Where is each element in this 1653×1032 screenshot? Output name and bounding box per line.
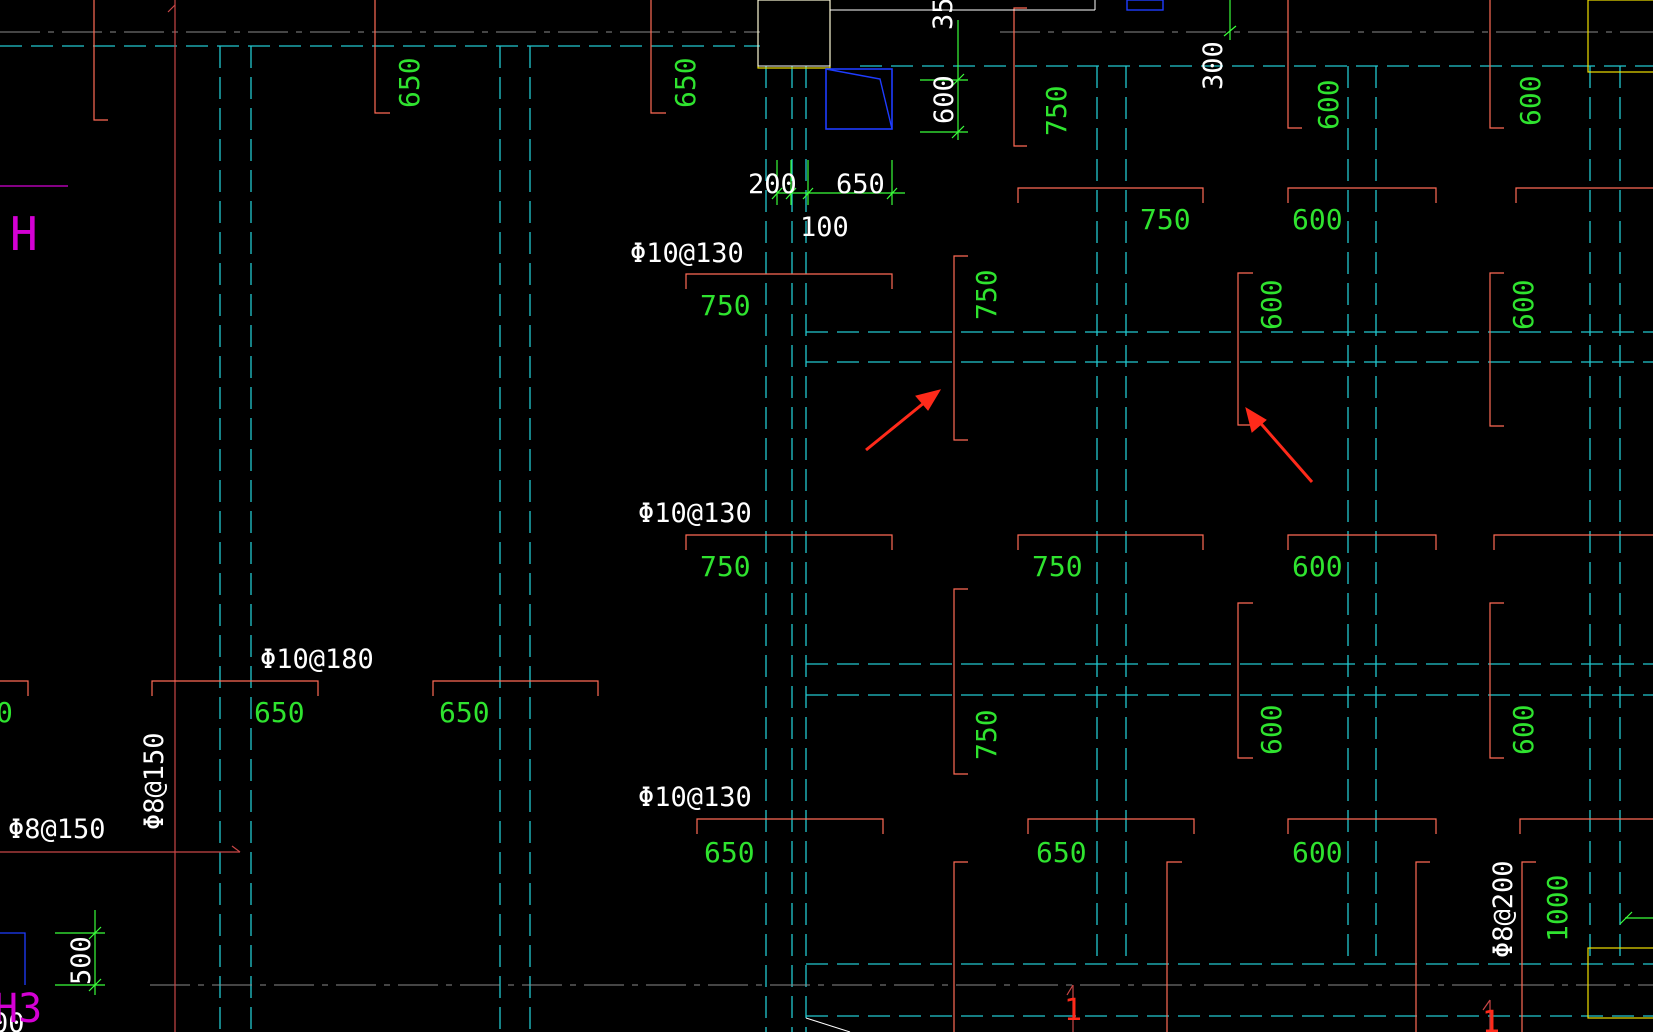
dim-label: 600 xyxy=(929,75,960,124)
dim-label: 750 xyxy=(700,289,751,322)
dim-label: 100 xyxy=(800,212,849,243)
dim-label: 35 xyxy=(928,0,959,30)
dim-label: 650 xyxy=(393,57,426,108)
dim-label: 600 xyxy=(1514,75,1547,126)
dim-label: 0 xyxy=(0,696,13,729)
annotation-arrow-icon xyxy=(865,389,1314,483)
dim-label: 300 xyxy=(1198,41,1229,90)
dim-label: 750 xyxy=(1032,550,1083,583)
dimension-ticks xyxy=(55,0,1653,995)
dim-label: 650 xyxy=(1036,836,1087,869)
dim-label: 650 xyxy=(704,836,755,869)
dim-label: 750 xyxy=(700,550,751,583)
dim-label: 600 xyxy=(1255,279,1288,330)
dim-label: 500 xyxy=(66,936,97,985)
dim-label: 650 xyxy=(836,169,885,200)
dim-label: 650 xyxy=(669,57,702,108)
dim-label: 600 xyxy=(1507,279,1540,330)
axis-lines-gray xyxy=(0,31,1653,986)
rebar-spec-label: Φ10@180 xyxy=(260,644,374,675)
beam-grid-lines xyxy=(0,45,1653,1032)
tag-label: H xyxy=(10,207,38,261)
rebar-spec-label: Φ8@150 xyxy=(139,732,170,830)
dim-label: 650 xyxy=(254,696,305,729)
dim-label: 1000 xyxy=(1541,875,1574,942)
rebar-spec-label: Φ10@130 xyxy=(638,782,752,813)
dim-label: 600 xyxy=(1312,79,1345,130)
rebar-spec-label: Φ8@200 xyxy=(1488,860,1519,958)
dim-label: 750 xyxy=(1040,85,1073,136)
axis-marks: 1 1 xyxy=(1064,993,1500,1032)
dim-label: 600 xyxy=(1292,203,1343,236)
dim-label: 600 xyxy=(1507,704,1540,755)
dim-label: 750 xyxy=(970,709,1003,760)
dim-label: 00 xyxy=(0,1008,25,1032)
axis-mark: 1 xyxy=(1064,993,1082,1028)
dim-label: 750 xyxy=(970,269,1003,320)
rebar-spec-label: Φ10@130 xyxy=(630,238,744,269)
dimension-labels: 650 650 750 600 600 750 600 750 750 600 … xyxy=(0,57,1574,942)
axis-lines-red xyxy=(0,0,1491,1032)
dim-label: 650 xyxy=(439,696,490,729)
dim-label: 200 xyxy=(748,169,797,200)
axis-mark: 1 xyxy=(1482,1005,1500,1032)
rebar-spec-label: Φ10@130 xyxy=(638,498,752,529)
tag-label: H3 xyxy=(0,986,42,1032)
dim-label: 600 xyxy=(1255,704,1288,755)
magenta-tags: H H3 xyxy=(0,207,42,1032)
dim-label: 600 xyxy=(1292,836,1343,869)
rebar-spec-label: Φ8@150 xyxy=(8,814,106,845)
dim-label: 600 xyxy=(1292,550,1343,583)
dim-label: 750 xyxy=(1140,203,1191,236)
rebar-labels: Φ10@130 Φ10@130 Φ10@130 Φ10@180 Φ8@150 Φ… xyxy=(0,0,1519,1032)
